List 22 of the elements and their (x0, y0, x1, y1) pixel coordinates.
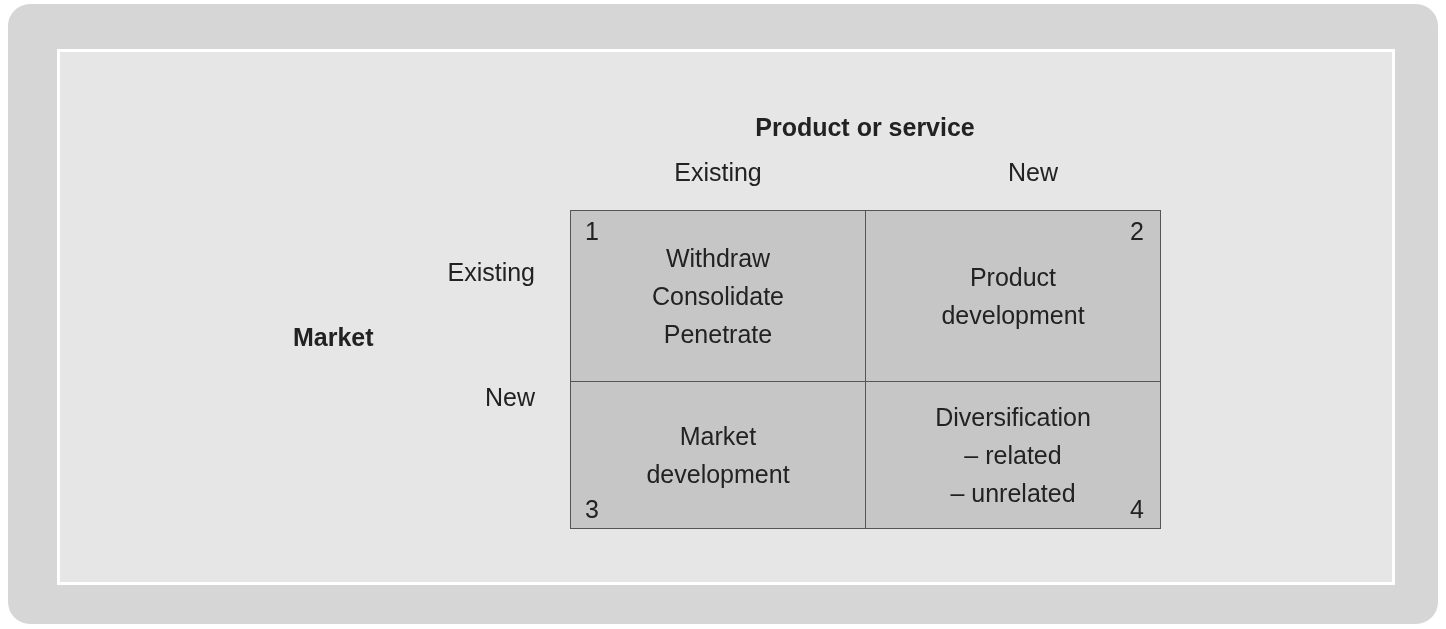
quadrant-number: 4 (1130, 495, 1144, 524)
matrix-cell (570, 210, 866, 382)
matrix-cell (570, 381, 866, 529)
quadrant-number: 2 (1130, 217, 1144, 246)
strategy-text: – unrelated (950, 478, 1076, 509)
strategy-text: Market development (645, 421, 791, 490)
row-header: New (485, 382, 535, 412)
column-header: Existing (674, 157, 762, 187)
strategy-text: Withdraw (665, 243, 771, 274)
strategy-text: Product development (940, 262, 1086, 331)
column-header: New (1008, 157, 1058, 187)
row-axis-title: Market (293, 322, 374, 352)
quadrant-number: 1 (585, 217, 599, 246)
strategy-text: – related (964, 440, 1062, 471)
row-header: Existing (447, 257, 535, 287)
strategy-text: Consolidate (652, 281, 784, 312)
matrix-cell (865, 381, 1161, 529)
strategy-text: Penetrate (663, 319, 773, 350)
quadrant-number: 3 (585, 495, 599, 524)
column-axis-title: Product or service (755, 112, 975, 142)
strategy-text: Diversification (935, 402, 1091, 433)
matrix-cell (865, 210, 1161, 382)
